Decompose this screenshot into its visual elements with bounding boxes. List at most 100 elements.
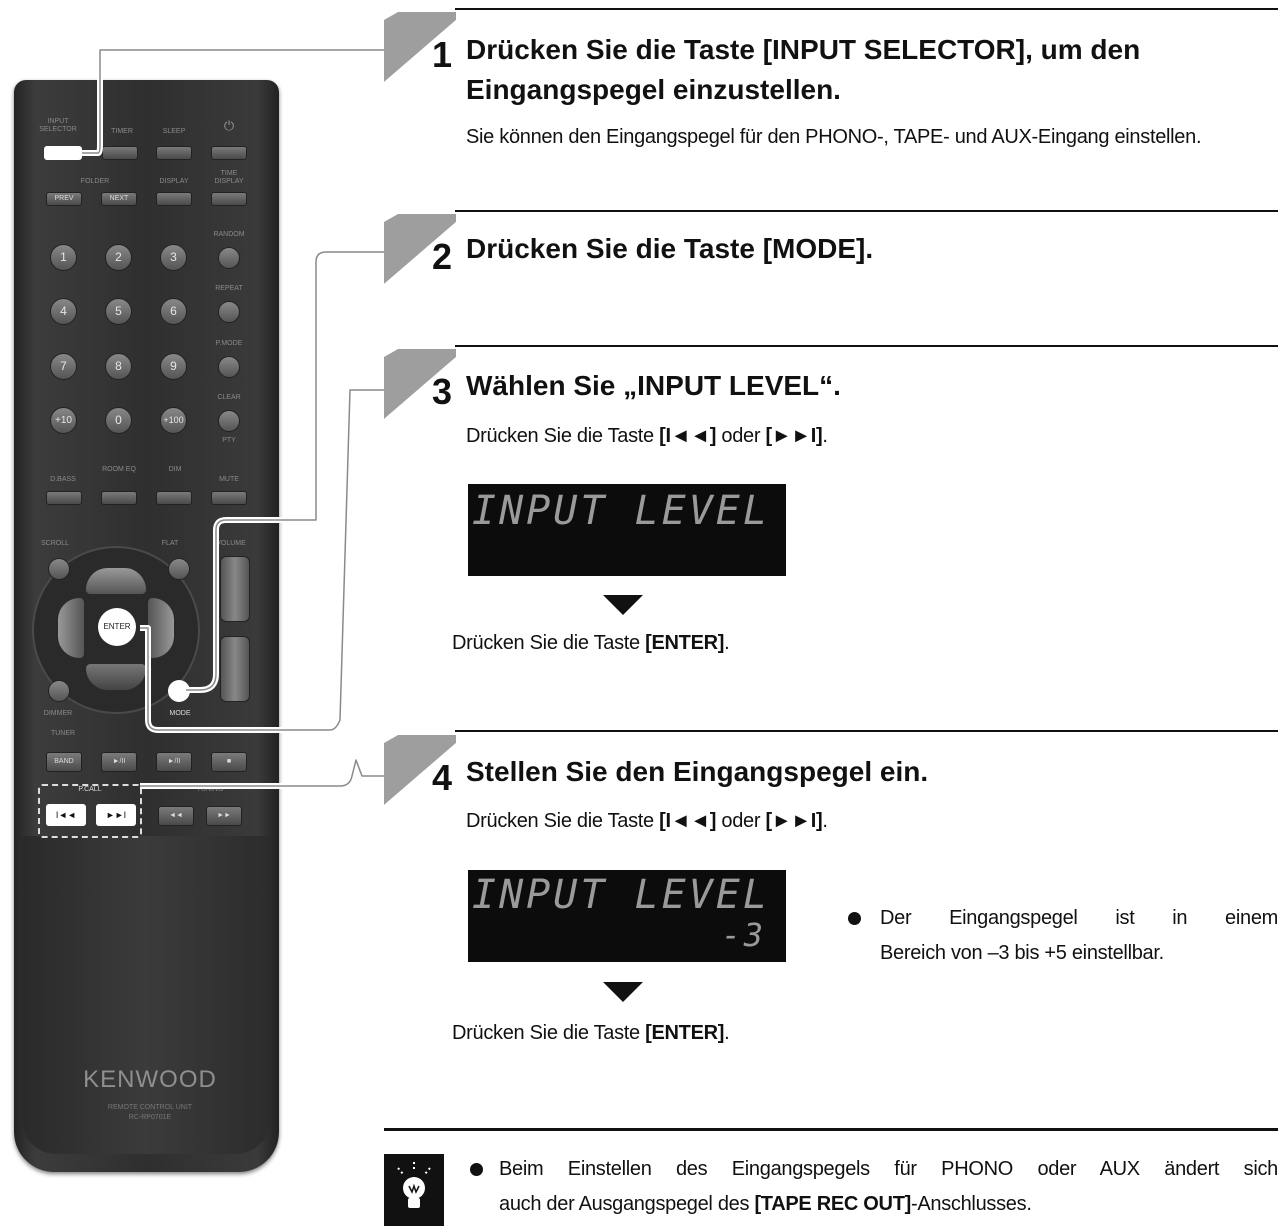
number-button[interactable]: 9 (160, 353, 187, 380)
dimmer-label: DIMMER (43, 710, 73, 717)
enter-button[interactable]: ENTER (98, 608, 136, 646)
p-call-highlight (38, 784, 142, 838)
mode-button[interactable] (168, 680, 190, 702)
tip-text: auch der Ausgangspegel des [TAPE REC OUT… (499, 1193, 1032, 1215)
step-heading: Wählen Sie „INPUT LEVEL“. (466, 370, 841, 401)
left-arrow-button[interactable] (58, 598, 84, 658)
volume-up-button[interactable] (220, 556, 250, 622)
enter-instruction: Drücken Sie die Taste [ENTER]. (452, 632, 730, 654)
number-button[interactable]: 5 (105, 298, 132, 325)
bullet-icon (470, 1163, 483, 1176)
enter-instruction: Drücken Sie die Taste [ENTER]. (452, 1022, 730, 1044)
timer-label: TIMER (111, 128, 133, 135)
bullet-text: Bereich von –3 bis +5 einstellbar. (880, 942, 1164, 964)
play-pause-button[interactable]: ►/II (101, 752, 137, 772)
play-pause-button[interactable]: ►/II (156, 752, 192, 772)
number-button[interactable]: +10 (50, 407, 77, 434)
folder-label: FOLDER (80, 178, 110, 185)
volume-down-button[interactable] (220, 636, 250, 702)
tip-text: Beim Einstellen des Eingangspegels für P… (499, 1158, 1278, 1180)
skip-forward-button[interactable]: ►►I (96, 804, 136, 826)
display-button[interactable] (156, 192, 192, 206)
timer-button[interactable] (102, 146, 138, 160)
number-button[interactable]: 6 (160, 298, 187, 325)
tip-rule (384, 1128, 1278, 1131)
time-display-button[interactable] (211, 192, 247, 206)
room-eq-label: ROOM EQ (102, 466, 136, 473)
step-rule (455, 730, 1278, 732)
step-heading: Drücken Sie die Taste [INPUT SELECTOR], … (466, 34, 1141, 65)
next-button[interactable]: NEXT (101, 192, 137, 206)
number-button[interactable]: 0 (105, 407, 132, 434)
skip-back-button[interactable]: I◄◄ (46, 804, 86, 826)
room-eq-button[interactable] (101, 491, 137, 505)
dim-label: DIM (168, 466, 182, 473)
p-mode-label: P.MODE (215, 340, 243, 347)
flat-button[interactable] (168, 558, 190, 580)
random-button[interactable] (218, 247, 240, 269)
clear-label: CLEAR (217, 394, 241, 401)
step-description: Sie können den Eingangspegel für den PHO… (466, 126, 1202, 148)
band-button[interactable]: BAND (46, 752, 82, 772)
model-number: RC-RP0701E (128, 1114, 172, 1121)
step-description: Drücken Sie die Taste [I◄◄] oder [►►I]. (466, 810, 828, 832)
stop-button[interactable]: ■ (211, 752, 247, 772)
brand-logo: KENWOOD (83, 1066, 217, 1093)
clear-button[interactable] (218, 410, 240, 432)
dim-button[interactable] (156, 491, 192, 505)
arrow-down-icon (603, 595, 643, 615)
p-mode-button[interactable] (218, 356, 240, 378)
scroll-label: SCROLL (40, 540, 69, 547)
pty-label: PTY (222, 437, 236, 444)
mute-button[interactable] (211, 491, 247, 505)
tip-lightbulb-icon (384, 1154, 444, 1226)
time-display-label: TIME DISPLAY (214, 170, 244, 185)
mode-label: MODE (169, 710, 191, 717)
fast-forward-button[interactable]: ►► (206, 806, 242, 826)
lcd-line: INPUT LEVEL (472, 872, 770, 918)
dimmer-button[interactable] (48, 680, 70, 702)
number-button[interactable]: 1 (50, 244, 77, 271)
number-button[interactable]: 3 (160, 244, 187, 271)
lcd-display: INPUT LEVEL -3 (468, 870, 786, 962)
p-call-label: P.CALL (78, 786, 102, 793)
step-number: 2 (432, 236, 453, 277)
sleep-button[interactable] (156, 146, 192, 160)
up-arrow-button[interactable] (86, 568, 146, 594)
bullet-icon (848, 912, 861, 925)
step-number: 1 (432, 34, 453, 75)
scroll-button[interactable] (48, 558, 70, 580)
input-selector-button[interactable] (44, 146, 82, 160)
number-button[interactable]: 8 (105, 353, 132, 380)
prev-button[interactable]: PREV (46, 192, 82, 206)
number-button[interactable]: +100 (160, 407, 187, 434)
mute-label: MUTE (219, 476, 239, 483)
step-rule (455, 345, 1278, 347)
step-rule (455, 210, 1278, 212)
volume-label: VOLUME (216, 540, 246, 547)
d-bass-button[interactable] (46, 491, 82, 505)
step-description: Drücken Sie die Taste [I◄◄] oder [►►I]. (466, 425, 828, 447)
random-label: RANDOM (213, 231, 245, 238)
repeat-button[interactable] (218, 301, 240, 323)
remote-battery-section (22, 836, 270, 1154)
number-button[interactable]: 4 (50, 298, 77, 325)
lcd-line: INPUT LEVEL (472, 488, 770, 534)
flat-label: FLAT (161, 540, 179, 547)
arrow-down-icon (603, 982, 643, 1002)
lcd-value: -3 (721, 916, 766, 954)
rewind-button[interactable]: ◄◄ (158, 806, 194, 826)
step-tab-icon (384, 349, 456, 419)
step-tab-icon (384, 214, 456, 284)
step-heading: Drücken Sie die Taste [MODE]. (466, 233, 874, 264)
number-button[interactable]: 2 (105, 244, 132, 271)
sleep-label: SLEEP (162, 128, 186, 135)
display-label: DISPLAY (159, 178, 189, 185)
down-arrow-button[interactable] (86, 664, 146, 690)
number-button[interactable]: 7 (50, 353, 77, 380)
power-icon: ⏻ (223, 118, 235, 133)
power-button[interactable] (211, 146, 247, 160)
right-arrow-button[interactable] (148, 598, 174, 658)
lcd-display: INPUT LEVEL (468, 484, 786, 576)
